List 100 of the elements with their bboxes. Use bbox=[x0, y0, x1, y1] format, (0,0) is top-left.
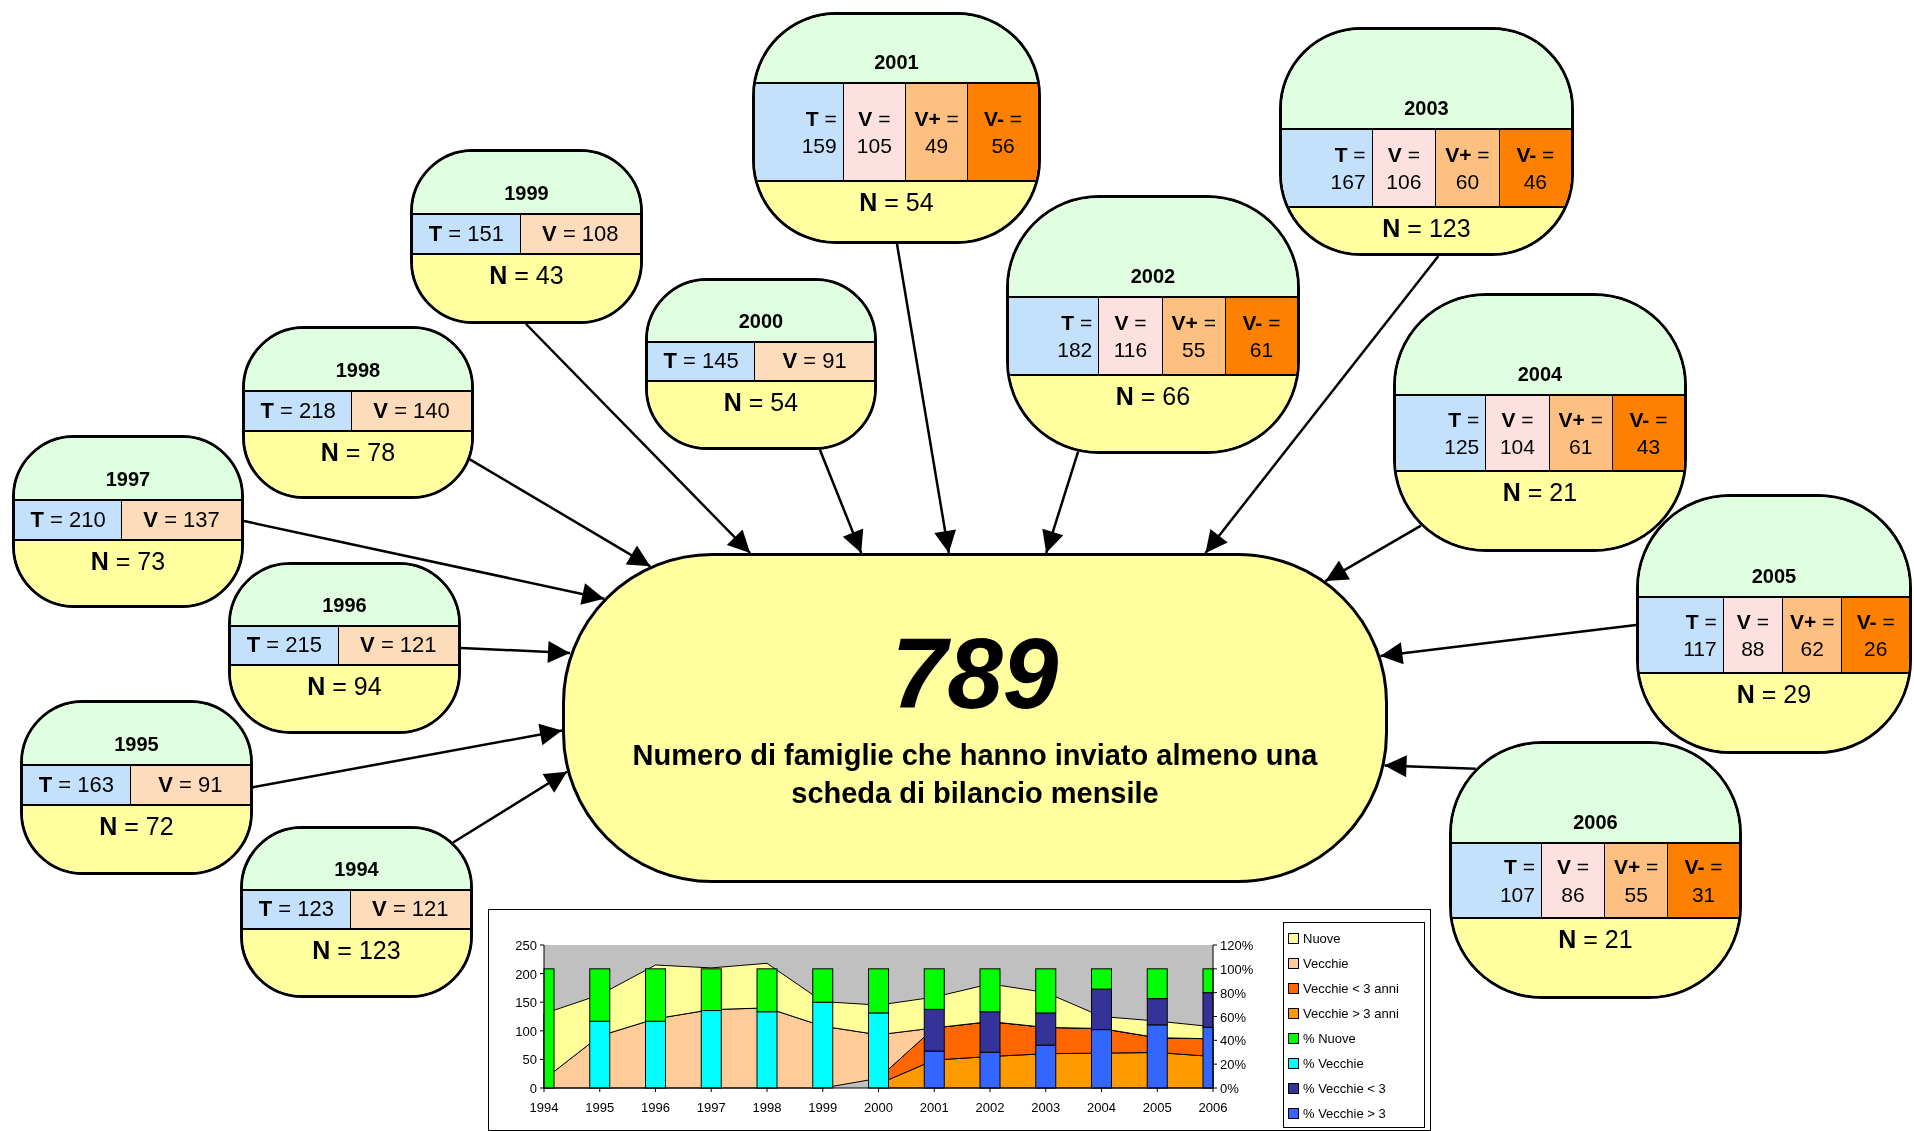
value-cell: T = 123 bbox=[243, 891, 350, 928]
value-cell: T = 210 bbox=[15, 501, 122, 539]
tick-label: 120% bbox=[1220, 938, 1254, 953]
tick-label: 2001 bbox=[919, 1100, 949, 1115]
count-label: N = 78 bbox=[245, 432, 471, 496]
value-cell: T = 159 bbox=[755, 84, 843, 180]
year-label: 1997 bbox=[15, 438, 241, 499]
tick-label: 1995 bbox=[585, 1100, 615, 1115]
year-label: 2000 bbox=[648, 281, 874, 341]
year-label: 1998 bbox=[245, 329, 471, 390]
value-cell: V = 121 bbox=[349, 891, 470, 928]
year-node bbox=[410, 149, 643, 324]
count-label: N = 73 bbox=[15, 541, 241, 605]
tick-label: 2000 bbox=[864, 1100, 893, 1115]
arrow bbox=[1384, 755, 1476, 778]
value-cell: V+ = 61 bbox=[1548, 396, 1612, 470]
value-cell: V = 140 bbox=[351, 392, 471, 430]
value-cell: V = 116 bbox=[1098, 298, 1162, 374]
tick-label: 2002 bbox=[975, 1100, 1005, 1115]
arrow bbox=[452, 770, 568, 844]
count-label: N = 72 bbox=[23, 806, 250, 872]
count-label: N = 66 bbox=[1009, 376, 1297, 451]
legend-label: Vecchie bbox=[1303, 956, 1349, 971]
tick-label: 2005 bbox=[1142, 1100, 1172, 1115]
tick-label: 250 bbox=[515, 938, 537, 953]
count-label: N = 94 bbox=[231, 666, 458, 731]
value-cell: T = 117 bbox=[1639, 598, 1723, 672]
tick-label: 60% bbox=[1220, 1009, 1247, 1025]
year-node bbox=[1636, 494, 1912, 754]
value-cell: T = 215 bbox=[231, 627, 338, 664]
tick-label: 100% bbox=[1220, 961, 1254, 977]
year-label: 1996 bbox=[231, 565, 458, 625]
count-label: N = 43 bbox=[413, 255, 640, 321]
year-label: 2003 bbox=[1282, 30, 1571, 128]
legend-label: % Vecchie < 3 bbox=[1303, 1081, 1386, 1096]
count-label: N = 29 bbox=[1639, 674, 1909, 751]
year-node bbox=[645, 278, 877, 450]
year-node bbox=[20, 700, 253, 875]
tick-label: 1999 bbox=[808, 1100, 838, 1115]
year-node bbox=[1279, 27, 1574, 256]
count-label: N = 21 bbox=[1452, 919, 1739, 996]
description-text: Numero di famiglie che hanno inviato almeno una scheda di bilancio mensile bbox=[631, 738, 1319, 811]
year-label: 2006 bbox=[1452, 744, 1739, 842]
arrow bbox=[895, 243, 956, 554]
arrow bbox=[1204, 255, 1440, 554]
value-cell: V = 137 bbox=[121, 501, 241, 539]
legend-label: Vecchie > 3 anni bbox=[1303, 1006, 1399, 1021]
legend-label: Vecchie < 3 anni bbox=[1303, 981, 1399, 996]
value-cell: V- = 61 bbox=[1225, 298, 1297, 374]
year-node bbox=[752, 12, 1041, 244]
count-label: N = 54 bbox=[648, 382, 874, 447]
legend-label: % Nuove bbox=[1303, 1031, 1356, 1046]
tick-label: 150 bbox=[515, 995, 537, 1011]
tick-label: 1997 bbox=[696, 1100, 726, 1115]
value-cell: T = 163 bbox=[23, 766, 130, 804]
value-cell: V = 88 bbox=[1722, 598, 1783, 672]
arrow bbox=[1042, 451, 1080, 554]
tick-label: 40% bbox=[1220, 1033, 1247, 1049]
tick-label: 100 bbox=[515, 1023, 537, 1039]
arrow bbox=[252, 723, 563, 789]
value-cell: V+ = 55 bbox=[1161, 298, 1225, 374]
year-label: 2002 bbox=[1009, 198, 1297, 296]
year-label: 1999 bbox=[413, 152, 640, 213]
arrow bbox=[243, 519, 605, 605]
year-node bbox=[228, 562, 461, 734]
arrow bbox=[818, 449, 864, 554]
total-number: 789 bbox=[891, 623, 1059, 724]
legend-label: % Vecchie > 3 bbox=[1303, 1106, 1386, 1121]
value-cell: V- = 31 bbox=[1667, 844, 1739, 917]
value-cell: T = 125 bbox=[1396, 396, 1486, 470]
value-cell: V = 106 bbox=[1371, 130, 1436, 206]
year-node bbox=[1006, 195, 1300, 454]
year-label: 2004 bbox=[1396, 296, 1684, 394]
year-label: 2001 bbox=[755, 15, 1038, 82]
value-cell: T = 145 bbox=[648, 343, 755, 380]
tick-label: 80% bbox=[1220, 985, 1247, 1001]
year-label: 2005 bbox=[1639, 497, 1909, 596]
year-node bbox=[1449, 741, 1742, 999]
value-cell: V- = 46 bbox=[1498, 130, 1571, 206]
arrow bbox=[1324, 524, 1422, 583]
value-cell: T = 218 bbox=[245, 392, 352, 430]
tick-label: 1994 bbox=[529, 1100, 559, 1115]
value-cell: T = 151 bbox=[413, 215, 520, 253]
arrow bbox=[525, 323, 751, 554]
value-cell: V- = 26 bbox=[1841, 598, 1909, 672]
tick-label: 0 bbox=[529, 1081, 537, 1096]
value-cell: V = 91 bbox=[129, 766, 250, 804]
value-cell: V = 105 bbox=[842, 84, 905, 180]
arrow bbox=[460, 641, 571, 663]
value-cell: T = 182 bbox=[1009, 298, 1099, 374]
tick-label: 2003 bbox=[1031, 1100, 1061, 1115]
value-cell: V+ = 55 bbox=[1604, 844, 1668, 917]
value-cell: T = 167 bbox=[1282, 130, 1372, 206]
tick-label: 20% bbox=[1220, 1057, 1247, 1073]
value-cell: V+ = 60 bbox=[1435, 130, 1499, 206]
year-label: 1994 bbox=[243, 829, 470, 889]
year-node bbox=[242, 326, 474, 499]
value-cell: V = 108 bbox=[519, 215, 640, 253]
tick-label: 1996 bbox=[641, 1100, 670, 1115]
value-cell: V = 121 bbox=[337, 627, 458, 664]
